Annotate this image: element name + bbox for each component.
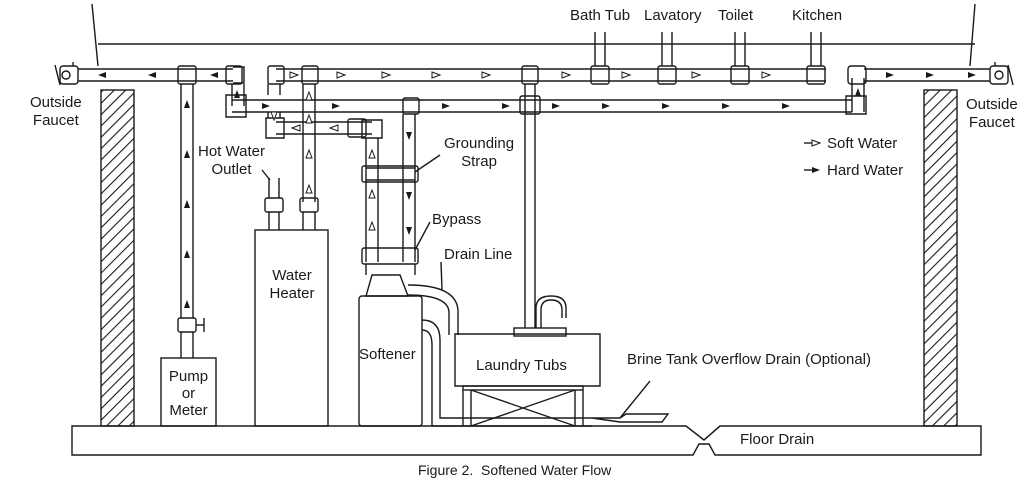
- laundry-supply-line: [519, 84, 541, 328]
- hollow-arrow-icon: [811, 139, 822, 147]
- brine-label-leader: [619, 380, 651, 419]
- left-faucet-line: [78, 65, 245, 106]
- label-laundry-tubs: Laundry Tubs: [476, 357, 567, 374]
- fixture-lavatory: [657, 32, 677, 85]
- right-wall: [923, 89, 958, 427]
- label-softener: Softener: [359, 346, 416, 363]
- grounding-strap-leader: [414, 154, 441, 173]
- hot-water-leader: [261, 169, 271, 181]
- solid-arrow-icon: [812, 167, 820, 173]
- softener: [358, 274, 423, 427]
- soft-water-heater-line: [265, 112, 383, 139]
- bypass-leader: [414, 221, 431, 251]
- soft-water-arrows: [270, 71, 772, 231]
- legend: [804, 139, 822, 173]
- main-supply-riser: [177, 84, 205, 358]
- left-faucet-icon: [54, 62, 79, 86]
- label-toilet: Toilet: [718, 7, 754, 24]
- soft-water-fixture-line: [267, 65, 826, 95]
- label-outside-faucet-left: Outside Faucet: [30, 94, 82, 129]
- label-hot-water-outlet: Hot Water Outlet: [198, 143, 265, 178]
- label-pump-or-meter: Pump or Meter: [168, 368, 209, 419]
- legend-soft-water: Soft Water: [827, 135, 898, 152]
- label-bypass: Bypass: [432, 211, 482, 228]
- label-water-heater: Water Heater: [269, 267, 315, 302]
- brine-overflow-line: [591, 413, 670, 423]
- label-kitchen: Kitchen: [792, 7, 843, 24]
- drain-line-leader: [440, 261, 443, 291]
- fixture-kitchen: [806, 32, 826, 85]
- water-heater-riser: [299, 84, 319, 230]
- hard-water-trunk: [225, 94, 852, 118]
- figure-caption: Figure 2. Softened Water Flow: [418, 462, 612, 478]
- pump-meter: [160, 357, 217, 427]
- label-grounding-strap: Grounding Strap: [444, 135, 515, 170]
- drain-line: [407, 284, 592, 427]
- legend-hard-water: Hard Water: [827, 162, 904, 179]
- label-outside-faucet-right: Outside Faucet: [966, 96, 1018, 131]
- right-faucet-icon: [989, 62, 1014, 86]
- hot-water-outlet: [264, 178, 284, 230]
- house-outline: [91, 3, 976, 67]
- fixture-bath-tub: [590, 32, 610, 85]
- softener-piping: [361, 114, 419, 275]
- left-wall: [100, 89, 135, 427]
- label-brine-overflow: Brine Tank Overflow Drain (Optional): [627, 351, 871, 368]
- floor-slab: [71, 425, 982, 456]
- label-floor-drain: Floor Drain: [740, 431, 815, 448]
- water-heater: [254, 229, 329, 427]
- hard-water-arrows: [98, 72, 976, 308]
- label-bath-tub: Bath Tub: [570, 7, 631, 24]
- fixture-toilet: [730, 32, 750, 85]
- label-lavatory: Lavatory: [644, 7, 702, 24]
- laundry-tubs: [454, 295, 601, 427]
- floor-drain-icon: [685, 425, 721, 441]
- right-faucet-line: [845, 65, 990, 115]
- label-drain-line: Drain Line: [444, 246, 513, 263]
